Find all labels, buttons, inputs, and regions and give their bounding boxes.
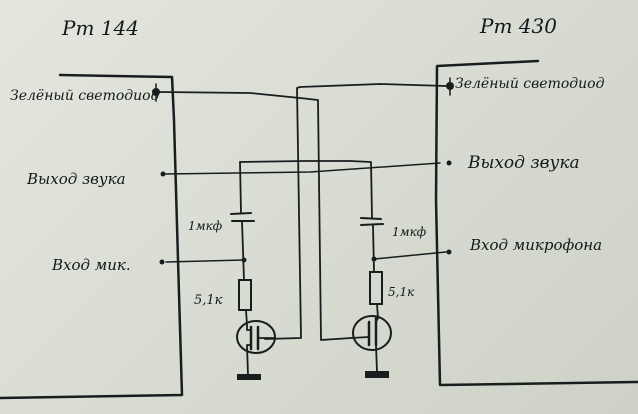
wire-right-res-to-fet [376,303,379,319]
wire-left-cap-to-res [241,220,245,281]
right-capacitor-label: 1мкф [392,225,426,239]
wire-audio-out [165,162,441,175]
wire-right-cap-to-res [372,224,375,273]
left-pin-mic-in-label: Вход мик. [51,256,131,274]
wire-right-mic-in [373,251,447,260]
left-mic-terminal [159,259,165,265]
wire-left-led-to-right-fet [159,91,352,341]
left-ground-icon [237,374,261,380]
left-capacitor [230,212,255,222]
right-transistor [350,315,392,373]
right-device-title: Рт 430 [479,14,557,38]
right-pin-mic-in-label: Вход микрофона [469,236,602,254]
left-led-terminal [152,83,160,102]
right-audio-terminal [446,160,452,166]
left-resistor-label: 5,1к [194,293,223,308]
right-ground-icon [365,371,389,378]
right-device-outline [434,59,638,387]
left-resistor [238,279,252,311]
wire-left-cap-top [239,160,351,163]
right-mic-terminal [446,249,452,255]
left-capacitor-label: 1мкф [188,219,222,233]
right-resistor-label: 5,1к [388,285,415,299]
right-resistor [369,271,383,305]
right-capacitor [360,217,384,226]
left-pin-led-label: Зелёный светодиод [10,88,160,104]
wire-left-cap-lead [239,161,242,214]
left-transistor [236,320,276,376]
wire-left-mic-in [165,259,245,263]
wire-right-led-to-left-fet [264,83,447,340]
left-device-title: Рт 144 [61,16,139,40]
right-led-terminal [446,77,454,96]
right-pin-led-label: Зелёный светодиод [455,76,605,92]
left-pin-audio-out-label: Выход звука [26,170,126,188]
right-pin-audio-out-label: Выход звука [467,153,580,173]
wire-right-cap-lead [349,160,373,219]
left-audio-terminal [160,171,166,177]
left-device-outline [0,73,184,400]
